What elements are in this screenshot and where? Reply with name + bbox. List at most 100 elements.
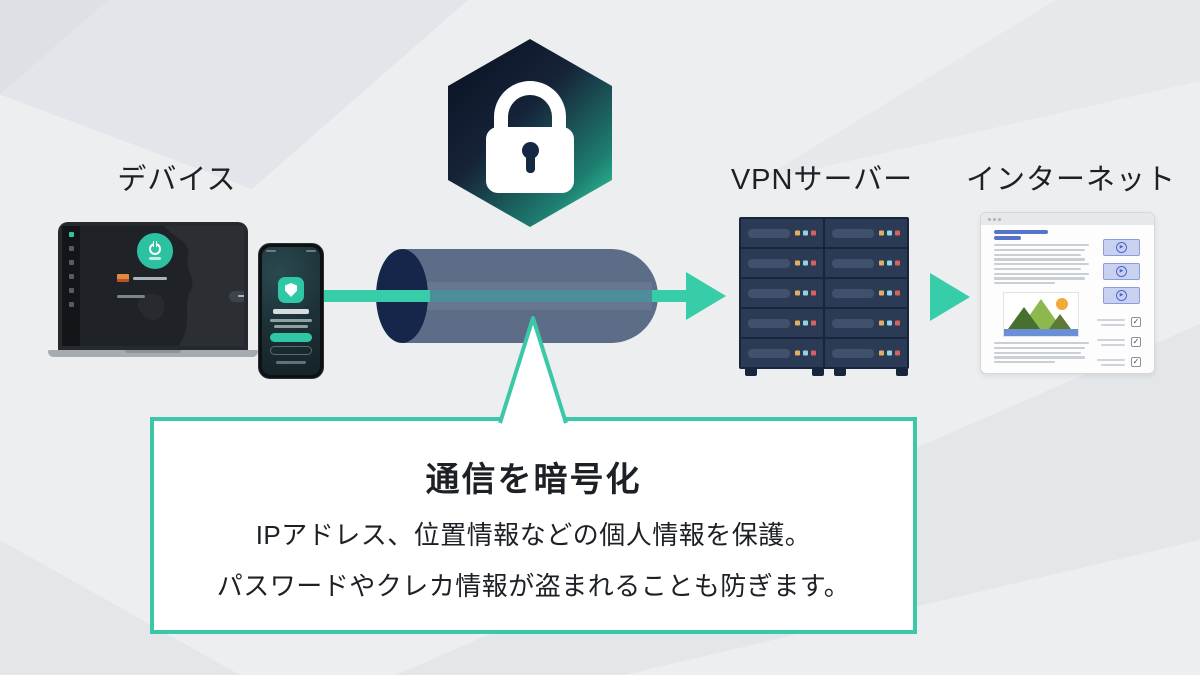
text-placeholder xyxy=(238,294,244,298)
server-foot xyxy=(745,369,757,376)
server-unit xyxy=(825,339,907,367)
checkmark-icon: ✓ xyxy=(1131,317,1141,327)
laptop-notch xyxy=(125,350,181,353)
server-unit xyxy=(825,309,907,337)
server-vent xyxy=(832,258,874,268)
led-icon xyxy=(803,320,808,326)
server-unit xyxy=(741,219,823,247)
led-icon xyxy=(895,290,900,296)
phone-screen xyxy=(262,247,320,375)
server-vent xyxy=(748,318,790,328)
server-vent xyxy=(832,288,874,298)
server-vent xyxy=(748,228,790,238)
text-placeholder xyxy=(133,276,167,280)
server-leds xyxy=(795,350,816,356)
mountain-graphic xyxy=(1004,298,1078,336)
play-icon: ▶ xyxy=(1116,290,1127,301)
led-icon xyxy=(803,230,808,236)
text-placeholder xyxy=(270,319,312,322)
shield-icon xyxy=(285,283,297,297)
headline-placeholder xyxy=(994,230,1048,234)
encrypted-line xyxy=(300,290,430,302)
server-leds xyxy=(879,320,900,326)
vpn-server-label: VPNサーバー xyxy=(730,164,914,196)
laptop-base xyxy=(48,350,258,357)
keyhole-icon xyxy=(526,153,535,173)
laptop-screen xyxy=(62,226,244,346)
server-vent xyxy=(748,348,790,358)
server-unit xyxy=(741,339,823,367)
secondary-button-graphic xyxy=(270,346,312,355)
window-control-icon xyxy=(993,217,996,221)
server-list-item xyxy=(117,289,244,303)
server-foot xyxy=(812,369,824,376)
led-icon xyxy=(879,350,884,356)
led-icon xyxy=(879,290,884,296)
server-unit xyxy=(741,309,823,337)
paragraph-placeholder xyxy=(994,244,1089,285)
led-icon xyxy=(795,230,800,236)
menu-icon xyxy=(68,274,74,279)
server-leds xyxy=(879,260,900,266)
window-control-icon xyxy=(998,217,1001,221)
video-thumbnail: ▶ xyxy=(1103,263,1140,280)
text-placeholder xyxy=(276,361,306,364)
callout-pointer xyxy=(498,316,568,424)
server-vent xyxy=(832,348,874,358)
led-icon xyxy=(795,350,800,356)
led-icon xyxy=(879,260,884,266)
status-bar xyxy=(149,256,161,260)
callout-line-1: IPアドレス、位置情報などの個人情報を保護。 xyxy=(255,520,812,550)
menu-icon xyxy=(68,302,74,307)
server-vent xyxy=(748,288,790,298)
internet-label: インターネット xyxy=(965,164,1176,196)
server-vent xyxy=(832,318,874,328)
checkmark-icon: ✓ xyxy=(1131,357,1141,367)
text-placeholder xyxy=(274,325,308,328)
menu-icon xyxy=(68,246,74,251)
headline-placeholder xyxy=(994,236,1021,240)
text-placeholder xyxy=(117,294,145,298)
lock-icon xyxy=(486,127,574,193)
app-name-placeholder xyxy=(273,309,309,314)
arrow-right-icon xyxy=(930,273,970,321)
server-leds xyxy=(879,290,900,296)
led-icon xyxy=(795,260,800,266)
led-icon xyxy=(895,350,900,356)
status-bar xyxy=(266,250,316,252)
server-leds xyxy=(795,320,816,326)
menu-icon xyxy=(68,288,74,293)
server-leds xyxy=(879,350,900,356)
led-icon xyxy=(811,320,816,326)
mountain-image xyxy=(1003,292,1079,337)
server-leds xyxy=(879,230,900,236)
led-icon xyxy=(795,320,800,326)
led-icon xyxy=(811,350,816,356)
led-icon xyxy=(803,350,808,356)
app-logo-icon xyxy=(68,232,74,237)
led-icon xyxy=(887,230,892,236)
server-unit xyxy=(741,279,823,307)
video-thumbnail: ▶ xyxy=(1103,287,1140,304)
menu-icon xyxy=(68,260,74,265)
phone-illustration xyxy=(258,243,324,379)
server-unit xyxy=(825,219,907,247)
connect-pill xyxy=(229,290,244,302)
power-icon xyxy=(137,233,173,269)
tunnel-inner-line xyxy=(420,290,652,302)
server-vent xyxy=(748,258,790,268)
server-leds xyxy=(795,230,816,236)
connect-button-graphic xyxy=(270,333,312,342)
callout-box: 通信を暗号化 IPアドレス、位置情報などの個人情報を保護。 パスワードやクレカ情… xyxy=(150,417,917,634)
world-map-graphic xyxy=(137,226,244,346)
vpn-app-icon xyxy=(278,277,304,303)
server-rack xyxy=(739,217,909,369)
led-icon xyxy=(803,260,808,266)
server-vent xyxy=(832,228,874,238)
led-icon xyxy=(795,290,800,296)
led-icon xyxy=(887,260,892,266)
callout-line-2: パスワードやクレカ情報が盗まれることも防ぎます。 xyxy=(216,571,851,601)
window-control-icon xyxy=(988,217,991,221)
laptop-illustration xyxy=(58,222,248,350)
